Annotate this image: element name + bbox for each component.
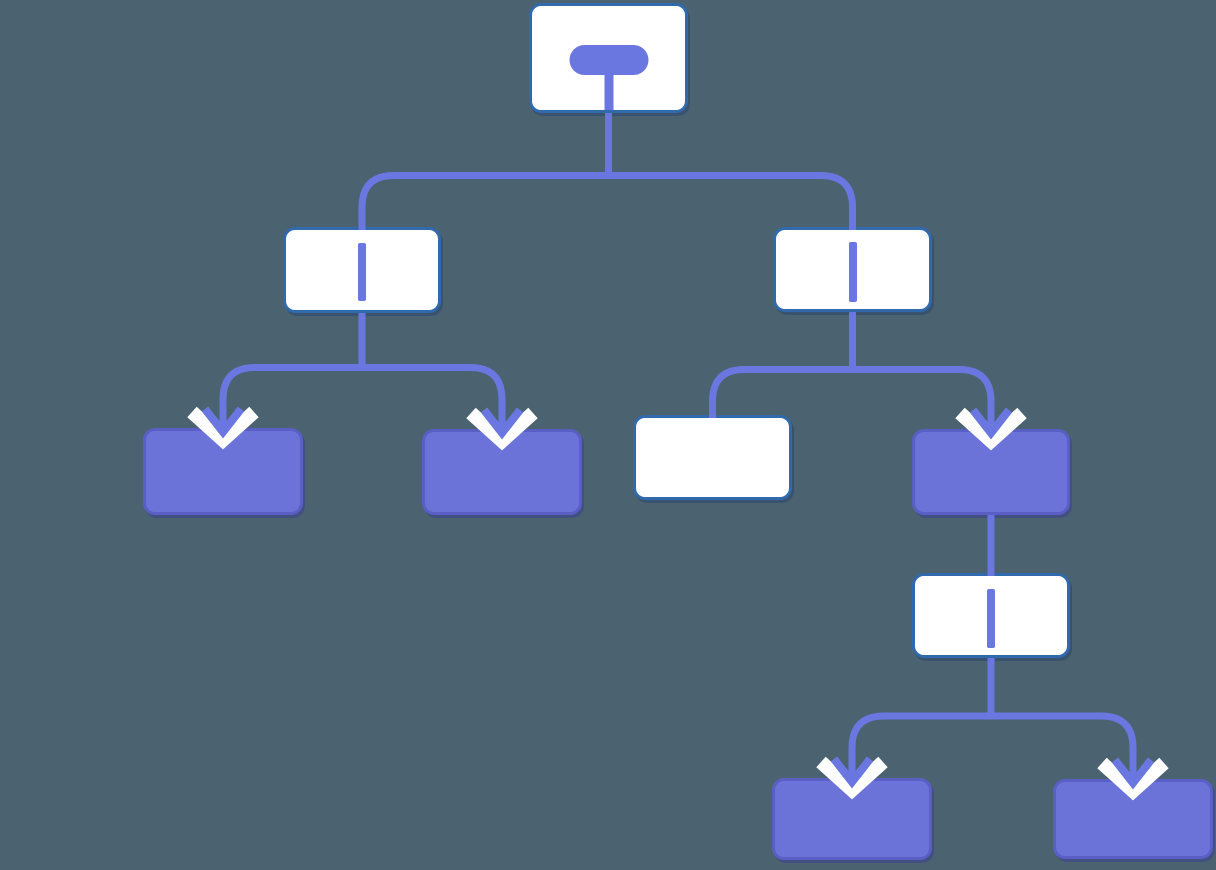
child-right-2-node[interactable]: [912, 429, 1070, 515]
branch-left-node[interactable]: [283, 227, 441, 313]
branch-right-sub-node[interactable]: [912, 573, 1070, 658]
root-topic-node[interactable]: [529, 3, 688, 113]
node-divider: [358, 243, 366, 301]
leaf-left-1-node[interactable]: [143, 428, 303, 515]
child-right-1-node[interactable]: [633, 415, 792, 500]
node-divider: [987, 589, 995, 648]
branch-right-node[interactable]: [773, 227, 932, 312]
leaf-bottom-1-node[interactable]: [772, 778, 932, 860]
topic-pill-icon: [569, 45, 648, 75]
leaf-bottom-2-node[interactable]: [1053, 779, 1213, 859]
leaf-left-2-node[interactable]: [422, 429, 582, 515]
node-divider: [848, 242, 857, 302]
topic-stem: [604, 72, 613, 110]
